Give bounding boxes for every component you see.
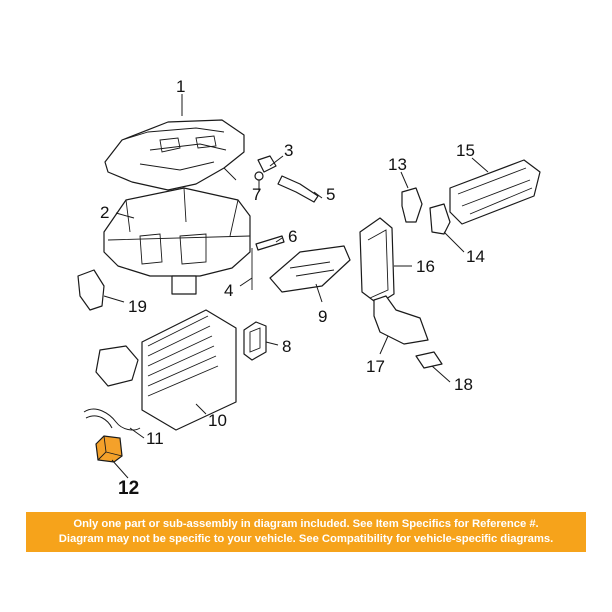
- part-4-rod: [251, 235, 285, 290]
- callout-19: 19: [128, 297, 147, 316]
- part-13-actuator: [401, 187, 423, 223]
- part-9-door: [269, 245, 351, 293]
- callout-8: 8: [282, 337, 291, 356]
- part-1-upper-case: [104, 119, 245, 198]
- part-17-duct: [373, 295, 429, 345]
- callout-16: 16: [416, 257, 435, 276]
- leader-lines: [103, 94, 489, 479]
- part-10-evaporator: [95, 309, 237, 431]
- callout-4: 4: [224, 281, 233, 300]
- callout-11: 11: [146, 429, 164, 448]
- callout-1: 1: [176, 77, 185, 96]
- callout-18: 18: [454, 375, 473, 394]
- callout-17: 17: [366, 357, 385, 376]
- part-16-filter-door: [359, 217, 395, 305]
- part-3-sensor: [254, 155, 319, 203]
- callout-labels: 1 2 3 4 5 6 7 8 9 10 11 12 13 14 15 16 1…: [100, 77, 485, 499]
- part-15-filter: [449, 159, 541, 225]
- callout-7: 7: [252, 185, 261, 204]
- callout-3: 3: [284, 141, 293, 160]
- callout-6: 6: [288, 227, 297, 246]
- callout-9: 9: [318, 307, 327, 326]
- callout-14: 14: [466, 247, 485, 266]
- callout-5: 5: [326, 185, 335, 204]
- callout-12: 12: [118, 478, 139, 499]
- callout-15: 15: [456, 141, 475, 160]
- part-18-bracket: [415, 351, 443, 369]
- disclaimer-line-2: Diagram may not be specific to your vehi…: [58, 533, 554, 545]
- callout-2: 2: [100, 203, 109, 222]
- callout-13: 13: [388, 155, 407, 174]
- part-19-valve: [77, 269, 105, 311]
- part-8-seal: [243, 321, 267, 361]
- disclaimer-banner: Only one part or sub-assembly in diagram…: [26, 512, 586, 552]
- part-2-lower-case: [103, 187, 251, 295]
- part-14-actuator: [429, 203, 451, 235]
- callout-10: 10: [208, 411, 227, 430]
- part-12-highlighted: [95, 435, 123, 463]
- disclaimer-line-1: Only one part or sub-assembly in diagram…: [73, 518, 539, 530]
- part-11-hose: [83, 408, 141, 431]
